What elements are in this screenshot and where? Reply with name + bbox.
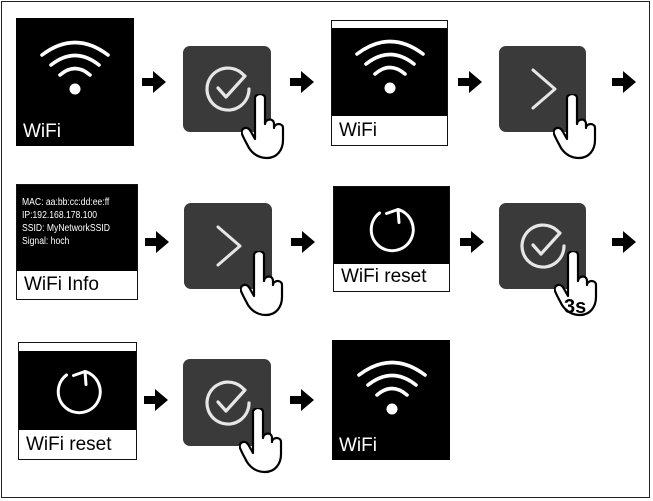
flow-arrow-icon bbox=[460, 231, 484, 253]
info-ssid: SSID: MyNetworkSSID bbox=[22, 223, 110, 234]
hand-pointer-icon bbox=[240, 251, 286, 317]
wifi-icon bbox=[40, 38, 110, 96]
wifi-screen-final: WiFi bbox=[332, 340, 450, 460]
wifi-icon bbox=[357, 358, 427, 416]
flow-arrow-icon bbox=[290, 389, 314, 411]
info-signal: Signal: hoch bbox=[22, 236, 70, 247]
info-ip: IP:192.168.178.100 bbox=[22, 210, 98, 221]
info-mac: MAC: aa:bb:cc:dd:ee:ff bbox=[22, 197, 110, 208]
flow-arrow-icon bbox=[612, 71, 636, 93]
flow-arrow-icon bbox=[144, 389, 168, 411]
hand-pointer-icon bbox=[553, 94, 599, 160]
wifi-reset-screen-selected: WiFi reset bbox=[18, 342, 137, 460]
screen-label: WiFi reset bbox=[341, 266, 427, 287]
wifi-screen-selected: WiFi bbox=[331, 20, 448, 146]
reset-icon bbox=[53, 367, 103, 417]
flow-arrow-icon bbox=[458, 71, 482, 93]
screen-label: WiFi bbox=[339, 435, 377, 456]
screen-label: WiFi reset bbox=[26, 434, 112, 455]
hand-pointer-icon bbox=[239, 408, 285, 474]
wifi-screen-1: WiFi bbox=[16, 18, 134, 146]
screen-label: WiFi bbox=[339, 120, 377, 141]
flow-arrow-icon bbox=[290, 71, 314, 93]
screen-label: WiFi Info bbox=[24, 274, 99, 295]
hand-pointer-icon bbox=[241, 94, 287, 160]
screen-label: WiFi bbox=[23, 121, 61, 142]
wifi-reset-screen: WiFi reset bbox=[333, 186, 450, 292]
flow-arrow-icon bbox=[142, 71, 166, 93]
flow-arrow-icon bbox=[145, 231, 169, 253]
wifi-info-screen: MAC: aa:bb:cc:dd:ee:ff IP:192.168.178.10… bbox=[16, 184, 138, 300]
hold-duration-label: 3s bbox=[564, 296, 587, 318]
flow-arrow-icon bbox=[291, 231, 315, 253]
wifi-info-details: MAC: aa:bb:cc:dd:ee:ff IP:192.168.178.10… bbox=[22, 196, 110, 248]
flow-arrow-icon bbox=[612, 231, 636, 253]
wifi-icon bbox=[355, 37, 425, 95]
reset-icon bbox=[366, 205, 416, 255]
